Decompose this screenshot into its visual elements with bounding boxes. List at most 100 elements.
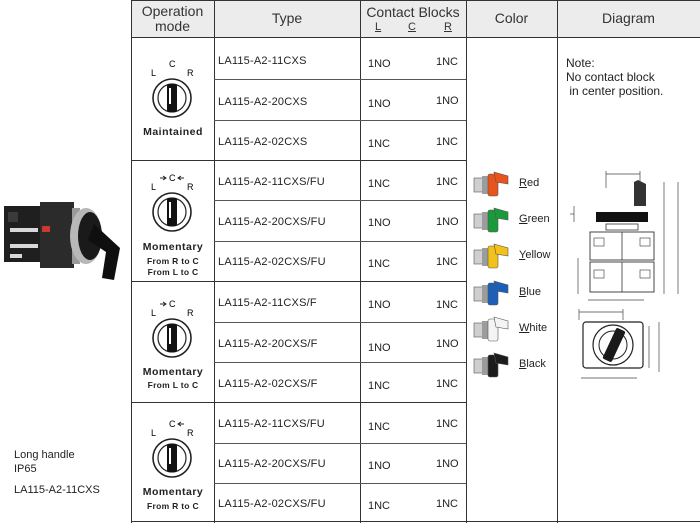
knob-color-icon — [473, 280, 509, 306]
contact-L-cell: 1NO — [368, 342, 391, 354]
switch-symbol-maintained: L C R — [151, 59, 194, 118]
knob-color-icon — [473, 207, 509, 233]
contact-L-cell: 1NC — [368, 138, 391, 150]
row-divider — [214, 322, 466, 323]
type-cell: LA115-A2-11CXS — [218, 55, 307, 67]
grid-line — [557, 0, 558, 523]
contact-R-cell: 1NC — [436, 418, 459, 430]
product-caption-ip: IP65 — [14, 463, 37, 475]
color-label-initial: G — [519, 213, 528, 225]
type-cell: LA115-A2-11CXS/F — [218, 297, 317, 309]
type-cell: LA115-A2-20CXS/F — [218, 338, 318, 350]
contact-L-cell: 1NO — [368, 299, 391, 311]
contact-L-cell: 1NC — [368, 178, 391, 190]
mode-sublabel: From R to C — [147, 501, 199, 511]
switch-symbol-momentary-left: L C R — [151, 299, 194, 358]
color-label-initial: B — [519, 358, 527, 370]
switch-label-L: L — [151, 182, 156, 192]
grid-line — [131, 521, 700, 522]
mode-label-momentary: Momentary — [142, 241, 204, 253]
contact-R-cell: 1NO — [436, 95, 459, 107]
row-divider — [214, 362, 466, 363]
product-caption-model: LA115-A2-11CXS — [14, 484, 100, 496]
contact-L-cell: 1NO — [368, 58, 391, 70]
type-cell: LA115-A2-11CXS/FU — [218, 176, 325, 188]
contact-R-cell: 1NC — [436, 498, 459, 510]
knob-color-icon — [473, 316, 509, 342]
contact-R-cell: 1NC — [436, 176, 459, 188]
switch-label-C: C — [169, 173, 176, 183]
header-color: Color — [466, 0, 557, 38]
dimension-drawing-front — [578, 309, 660, 379]
knob-color-icon — [473, 171, 509, 197]
mode-label-momentary: Momentary — [142, 366, 204, 378]
grid-line — [131, 0, 132, 523]
type-cell: LA115-A2-02CXS/FU — [218, 498, 326, 510]
contact-R-cell: 1NC — [436, 136, 459, 148]
diagram-note: Note: No contact block in center positio… — [566, 56, 664, 98]
contact-R-label: R — [444, 21, 452, 33]
switch-label-L: L — [151, 428, 156, 438]
header-operation-mode: Operation mode — [131, 0, 214, 38]
switch-label-C: C — [169, 419, 176, 429]
product-caption-handle: Long handle — [14, 449, 75, 461]
header-contact-blocks: Contact Blocks L C R — [360, 0, 466, 38]
row-divider — [214, 200, 466, 201]
type-cell: LA115-A2-20CXS/FU — [218, 458, 326, 470]
contact-L-cell: 1NC — [368, 380, 391, 392]
contact-L-cell: 1NO — [368, 217, 391, 229]
grid-line — [131, 0, 700, 1]
grid-line — [360, 0, 361, 523]
contact-R-cell: 1NO — [436, 216, 459, 228]
color-label-rest: ed — [526, 177, 540, 189]
switch-symbol-momentary-both: L C R — [151, 173, 194, 232]
type-cell: LA115-A2-02CXS — [218, 136, 308, 148]
color-label: Black — [519, 358, 546, 370]
header-diagram: Diagram — [557, 0, 700, 38]
switch-label-R: R — [187, 68, 194, 78]
color-label: Green — [519, 213, 550, 225]
type-cell: LA115-A2-02CXS/F — [218, 378, 318, 390]
contact-R-cell: 1NO — [436, 458, 459, 470]
mode-sublabel: From L to C — [147, 380, 199, 390]
type-cell: LA115-A2-20CXS/FU — [218, 216, 326, 228]
switch-symbol-momentary-right: L C R — [151, 419, 194, 478]
color-label-initial: W — [519, 322, 530, 334]
switch-label-R: R — [187, 428, 194, 438]
color-label-initial: B — [519, 286, 527, 298]
contact-R-cell: 1NC — [436, 256, 459, 268]
knob-color-icon — [473, 243, 509, 269]
product-image — [4, 202, 120, 280]
switch-label-R: R — [187, 308, 194, 318]
color-label: Yellow — [519, 249, 550, 261]
contact-R-cell: 1NO — [436, 338, 459, 350]
knob-color-icon — [473, 352, 509, 378]
row-divider — [214, 241, 466, 242]
color-label: Red — [519, 177, 539, 189]
contact-R-cell: 1NC — [436, 56, 459, 68]
color-label-rest: hite — [529, 322, 548, 334]
row-divider — [214, 79, 466, 80]
color-label-rest: lue — [526, 286, 542, 298]
group-divider — [131, 402, 466, 403]
contact-L-cell: 1NC — [368, 421, 391, 433]
mode-label-momentary: Momentary — [142, 486, 204, 498]
contact-blocks-title: Contact Blocks — [366, 4, 460, 20]
row-divider — [214, 483, 466, 484]
contact-C-label: C — [408, 21, 416, 33]
color-label-initial: R — [519, 177, 527, 189]
type-cell: LA115-A2-20CXS — [218, 96, 308, 108]
color-label-initial: Y — [519, 249, 526, 261]
grid-line — [214, 0, 215, 523]
switch-label-C: C — [169, 299, 176, 309]
type-cell: LA115-A2-11CXS/FU — [218, 418, 325, 430]
switch-label-L: L — [151, 68, 156, 78]
group-divider — [131, 160, 466, 161]
contact-L-cell: 1NO — [368, 98, 391, 110]
contact-L-cell: 1NC — [368, 500, 391, 512]
color-label: White — [519, 322, 547, 334]
contact-R-cell: 1NC — [436, 378, 459, 390]
header-type: Type — [214, 0, 360, 38]
color-label-rest: ellow — [525, 249, 551, 261]
contact-L-cell: 1NC — [368, 258, 391, 270]
